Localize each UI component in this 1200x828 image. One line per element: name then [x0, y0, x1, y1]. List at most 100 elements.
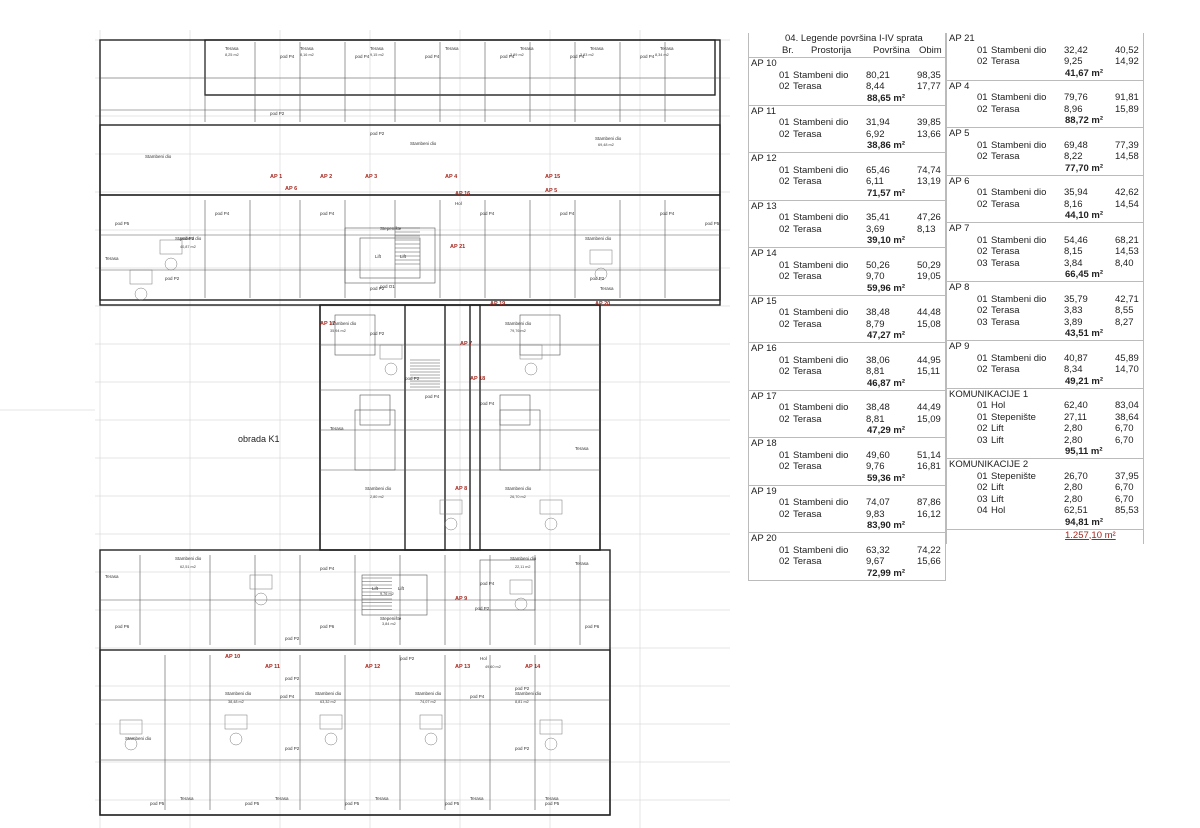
row-perimeter: 8,13 [917, 223, 936, 235]
row-perimeter: 45,89 [1115, 352, 1139, 364]
row-number: 02 [977, 423, 988, 434]
room-value: 74,07 m2 [420, 700, 436, 704]
room-value: 2,80 m2 [370, 495, 384, 499]
stepeniste-label: Stepenište [380, 616, 402, 621]
pod-p2-label: pod P2 [405, 376, 420, 381]
row-area: 3,83 [1064, 305, 1083, 316]
ap-marker: AP 14 [525, 664, 541, 670]
row-area: 35,94 [1064, 187, 1088, 198]
pod-p4-label: pod P4 [480, 401, 495, 406]
ap-marker: AP 9 [455, 596, 467, 602]
row-perimeter: 77,39 [1115, 139, 1139, 151]
pod-p4-label: pod P4 [425, 394, 440, 399]
pod-p4-label: pod P4 [660, 211, 675, 216]
row-area: 6,92 [866, 128, 885, 140]
legend-ap-label: AP 19 [751, 485, 777, 497]
legend-total: 44,10 m² [1065, 210, 1104, 221]
row-room: Terasa [793, 128, 822, 140]
terasa-label: Terasa [300, 46, 314, 51]
room-value: 9,15 m2 [370, 53, 384, 57]
room-value: 38,48 m2 [228, 700, 244, 704]
row-area: 35,79 [1064, 293, 1088, 305]
legend-ap-label: AP 10 [751, 58, 777, 69]
row-number: 03 [977, 493, 988, 505]
terasa-label: Terasa [470, 796, 484, 801]
row-number: 01 [977, 400, 988, 411]
row-area: 2,80 [1064, 423, 1083, 434]
row-room: Stambeni dio [793, 212, 849, 223]
row-perimeter: 14,92 [1115, 56, 1139, 67]
row-number: 01 [779, 307, 790, 318]
row-room: Lift [991, 482, 1004, 493]
row-perimeter: 15,11 [917, 366, 941, 377]
legend-ap-label: AP 12 [751, 153, 777, 164]
legend-title: 04. Legende površina I-IV sprata [785, 33, 923, 44]
pod-p4-label: pod P4 [560, 211, 575, 216]
terasa-label: Terasa [520, 46, 534, 51]
row-area: 35,41 [866, 212, 890, 223]
stambeni-label: Stambeni dio [145, 154, 172, 159]
row-perimeter: 15,89 [1115, 103, 1139, 115]
row-area: 8,15 [1064, 246, 1083, 257]
terasa-label: Terasa [180, 796, 194, 801]
row-area: 62,51 [1064, 505, 1088, 516]
room-value: 69,48 m2 [598, 143, 614, 147]
legend-total: 77,70 m² [1065, 162, 1104, 174]
row-area: 9,67 [866, 556, 885, 567]
row-number: 01 [977, 234, 988, 246]
terasa-label: Terasa [370, 46, 384, 51]
row-room: Stambeni dio [793, 544, 849, 556]
room-value: 3,84 m2 [382, 622, 396, 626]
row-room: Stambeni dio [991, 293, 1047, 305]
room-value: 9,76 m2 [380, 592, 394, 596]
pod-p4-label: pod P4 [280, 694, 295, 699]
row-room: Terasa [793, 318, 822, 330]
legend-total: 71,57 m² [867, 187, 906, 199]
row-number: 01 [977, 44, 988, 56]
legend-total: 39,10 m² [867, 235, 906, 246]
row-area: 38,48 [866, 307, 890, 318]
row-perimeter: 44,95 [917, 354, 941, 366]
row-number: 01 [779, 259, 790, 271]
terasa-label: Terasa [600, 286, 614, 291]
row-room: Lift [991, 423, 1004, 434]
row-number: 01 [779, 402, 790, 413]
row-perimeter: 74,74 [917, 164, 941, 176]
ap-marker: AP 20 [595, 301, 610, 307]
row-number: 03 [977, 257, 988, 269]
row-area: 8,79 [866, 318, 885, 330]
pod-p4-label: pod P4 [470, 694, 485, 699]
row-perimeter: 83,04 [1115, 400, 1139, 411]
row-area: 79,76 [1064, 92, 1088, 103]
row-perimeter: 40,52 [1115, 44, 1139, 56]
room-value: 79,76 m2 [510, 329, 526, 333]
lift-label: Lift [375, 254, 382, 259]
stambeni-label: Stambeni dio [510, 556, 537, 561]
ap-marker: AP 16 [455, 191, 470, 197]
stambeni-label: Stambeni dio [365, 486, 392, 491]
row-room: Stambeni dio [793, 449, 849, 461]
terasa-label: Terasa [660, 46, 674, 51]
plan-grid-lines [0, 30, 730, 828]
pod-p4-label: pod P4 [480, 211, 495, 216]
row-room: Stepenište [991, 470, 1036, 482]
terasa-label: Terasa [575, 446, 589, 451]
row-room: Terasa [991, 305, 1020, 316]
